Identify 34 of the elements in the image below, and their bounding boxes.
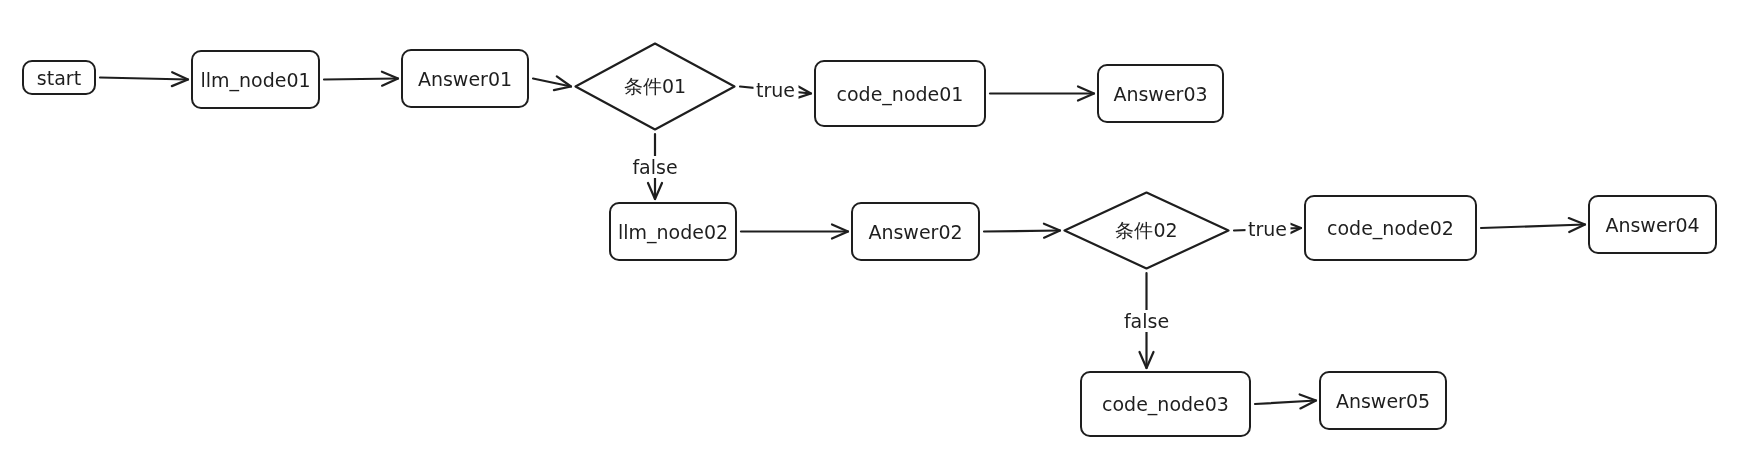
- process-box: [1080, 371, 1251, 437]
- node-label: Answer05: [1335, 389, 1431, 412]
- node-label: llm_node01: [200, 68, 311, 91]
- arrow: [322, 70, 400, 87]
- process-box: [191, 50, 320, 109]
- process-box: [401, 49, 529, 108]
- decision-diamond: [1063, 191, 1230, 270]
- node-label: code_node03: [1102, 393, 1229, 415]
- node-label: llm_node02: [617, 220, 729, 243]
- process-box: [814, 60, 986, 127]
- arrow: [1253, 393, 1318, 410]
- arrow: [982, 222, 1062, 239]
- process-box: [1319, 371, 1447, 430]
- decision-diamond: [574, 42, 736, 131]
- node-label: 条件02: [1115, 217, 1178, 243]
- process-box: [851, 202, 980, 261]
- node-label: Answer02: [868, 220, 963, 243]
- node-label: start: [36, 66, 82, 89]
- node-label: code_node01: [836, 82, 964, 105]
- node-label: Answer01: [417, 67, 513, 90]
- arrow: [1479, 216, 1587, 234]
- process-box: [1097, 64, 1224, 123]
- process-box: [1588, 195, 1717, 254]
- arrow: [531, 75, 573, 92]
- node-label: Answer04: [1605, 213, 1700, 236]
- node-label: code_node02: [1327, 217, 1454, 239]
- arrow: [739, 223, 850, 240]
- node-label: 条件01: [623, 73, 687, 99]
- arrow: [988, 85, 1096, 102]
- process-box: [22, 60, 96, 95]
- arrow: [98, 71, 190, 88]
- node-label: Answer03: [1113, 82, 1208, 105]
- process-box: [1304, 195, 1477, 261]
- process-box: [609, 202, 737, 261]
